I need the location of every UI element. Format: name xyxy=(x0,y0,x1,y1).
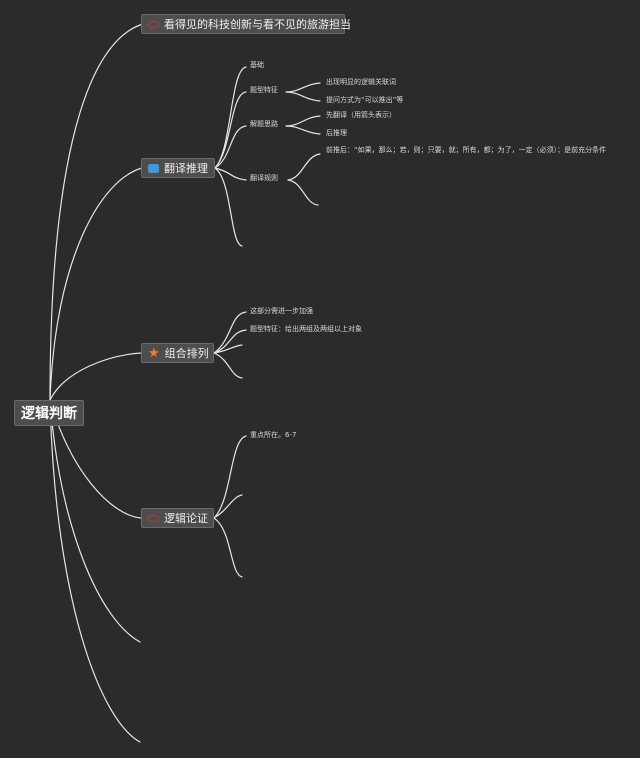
topic-tixing-tezheng[interactable]: 题型特征 xyxy=(250,86,278,94)
connector-guize-1 xyxy=(287,153,321,181)
connector-tixing-2 xyxy=(285,91,321,102)
connector-jieti-2 xyxy=(285,125,321,135)
topic-jieti-silu[interactable]: 解题思路 xyxy=(250,120,278,128)
branch-label: 组合排列 xyxy=(164,347,209,360)
connector-fanyi-empty xyxy=(214,167,243,247)
connector-root-branch-2 xyxy=(49,352,142,401)
branch-node-zuhe-pailie[interactable]: ★ 组合排列 xyxy=(141,343,214,363)
connector-fanyi-guize xyxy=(214,167,247,181)
branch-node-luoji-lunzheng[interactable]: 逻辑论证 xyxy=(141,508,214,528)
connector-root-branch-0 xyxy=(49,23,144,401)
root-node[interactable]: 逻辑判断 xyxy=(14,400,84,426)
connector-fanyi-jieti xyxy=(214,125,247,169)
connector-zuhe-3 xyxy=(213,344,243,354)
root-label: 逻辑判断 xyxy=(21,406,77,422)
branch-label: 逻辑论证 xyxy=(164,512,208,525)
connector-fanyi-jichu xyxy=(214,66,247,169)
connector-root-branch-1 xyxy=(49,167,143,401)
connector-root-branch-4 xyxy=(49,399,141,643)
topic-jichu[interactable]: 基础 xyxy=(250,61,264,69)
connector-fanyi-tixing xyxy=(214,91,247,169)
topic-fanyi-guize[interactable]: 翻译规则 xyxy=(250,174,278,182)
topic-zuhe-2[interactable]: 题型特征：给出两组及两组以上对象 xyxy=(250,325,362,333)
topic-lunzheng-1[interactable]: 重点所在。6-7 xyxy=(250,431,297,439)
connector-jieti-1 xyxy=(285,115,321,127)
blue-square-icon xyxy=(148,163,159,173)
connector-zuhe-4 xyxy=(213,352,243,379)
leaf-tixing-1[interactable]: 出现明显的逻辑关联词 xyxy=(326,78,396,86)
leaf-jieti-1[interactable]: 先翻译（用箭头表示） xyxy=(326,111,396,119)
branch-node-fanyi-tuili[interactable]: 翻译推理 xyxy=(141,158,215,178)
connector-lunzheng-1 xyxy=(213,435,247,519)
star-icon: ★ xyxy=(148,345,160,361)
connector-zuhe-2 xyxy=(213,329,247,354)
oval-icon xyxy=(148,20,159,28)
connector-tixing-1 xyxy=(285,82,321,93)
connector-lunzheng-3 xyxy=(213,517,243,578)
branch-label: 看得见的科技创新与看不见的旅游担当 xyxy=(164,18,351,31)
oval-icon xyxy=(148,514,159,522)
branch-node-kexue[interactable]: 看得见的科技创新与看不见的旅游担当 xyxy=(141,14,351,34)
connector-root-branch-5 xyxy=(49,399,141,743)
connector-zuhe-1 xyxy=(213,311,247,354)
leaf-tixing-2[interactable]: 提问方式为“可以推出”等 xyxy=(326,96,404,104)
leaf-guize-1[interactable]: 前推后：“如果，那么；若，则；只要，就；所有，都；为了，一定（必须）；是前充分条… xyxy=(326,146,607,154)
branch-label: 翻译推理 xyxy=(164,162,208,175)
connector-guize-2 xyxy=(287,179,319,206)
connector-lunzheng-2 xyxy=(213,494,243,519)
topic-zuhe-1[interactable]: 这部分需进一步加强 xyxy=(250,307,313,315)
leaf-jieti-2[interactable]: 后推理 xyxy=(326,129,347,137)
